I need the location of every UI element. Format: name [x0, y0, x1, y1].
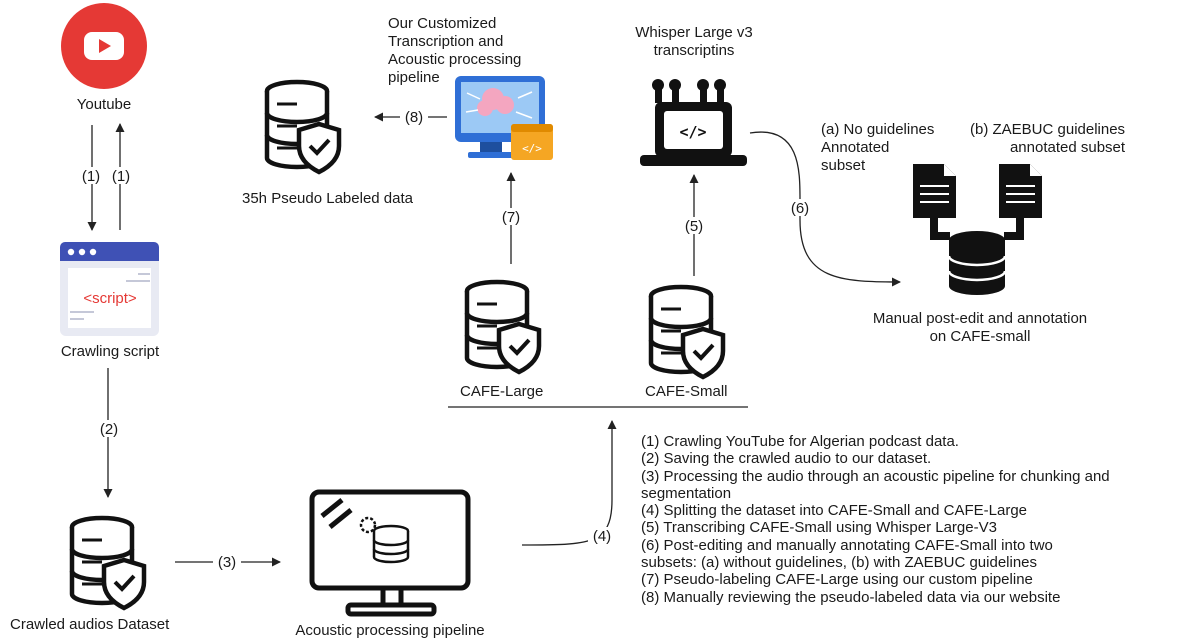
crawled-dataset-icon: [72, 518, 144, 608]
legend-line: segmentation: [641, 484, 732, 502]
svg-text:</>: </>: [679, 123, 706, 141]
svg-text:</>: </>: [522, 142, 542, 155]
whisper-label: Whisper Large v3 transcriptins: [635, 24, 753, 59]
legend-line: (8) Manually reviewing the pseudo-labele…: [641, 588, 1061, 606]
steps-legend: (1) Crawling YouTube for Algerian podcas…: [641, 433, 1186, 606]
edge-label-7: (7): [502, 209, 520, 226]
legend-line: (4) Splitting the dataset into CAFE-Smal…: [641, 502, 1028, 520]
crawled-dataset-label: Crawled audios Dataset: [10, 616, 170, 633]
edge-label-3: (3): [218, 554, 236, 571]
cafe-large-label: CAFE-Large: [460, 383, 544, 400]
script-icon-text: <script>: [83, 290, 137, 307]
zaebuc-guidelines-label: (b) ZAEBUC guidelines annotated subset: [970, 121, 1126, 156]
edge-label-4: (4): [593, 528, 611, 545]
legend-line: (1) Crawling YouTube for Algerian podcas…: [641, 433, 959, 450]
custom-pipeline-label: Our Customized Transcription and Acousti…: [388, 15, 522, 86]
legend-line: (5) Transcribing CAFE-Small using Whispe…: [641, 519, 997, 537]
crawling-script-label: Crawling script: [60, 343, 160, 360]
edge-label-1b: (1): [112, 168, 130, 185]
youtube-label: Youtube: [76, 96, 132, 113]
cafe-large-database-icon: [467, 282, 539, 372]
youtube-icon: [61, 3, 147, 89]
edge-label-2: (2): [100, 421, 118, 438]
manual-post-edit-label: Manual post-edit and annotation on CAFE-…: [872, 310, 1088, 345]
custom-pipeline-icon: </>: [455, 76, 553, 160]
pseudo-labeled-label: 35h Pseudo Labeled data: [242, 190, 413, 207]
legend-line: subsets: (a) without guidelines, (b) wit…: [641, 554, 1038, 572]
edge-label-8: (8): [405, 109, 423, 126]
acoustic-pipeline-label: Acoustic processing pipeline: [295, 622, 485, 639]
annotated-documents-icon: [913, 164, 1042, 295]
whisper-laptop-icon: </>: [640, 79, 747, 166]
edge-label-5: (5): [685, 218, 703, 235]
edge-label-6: (6): [791, 200, 809, 217]
legend-line: (6) Post-editing and manually annotating…: [641, 536, 1053, 554]
legend-line: (3) Processing the audio through an acou…: [641, 467, 1110, 485]
legend-line: (2) Saving the crawled audio to our data…: [641, 450, 932, 468]
edge-label-1a: (1): [82, 168, 100, 185]
script-window-icon: <script>: [60, 242, 159, 336]
pseudo-labeled-database-icon: [267, 82, 339, 172]
legend-line: (7) Pseudo-labeling CAFE-Large using our…: [641, 571, 1033, 589]
no-guidelines-label: (a) No guidelines Annotated subset: [821, 121, 935, 174]
acoustic-monitor-icon: [309, 489, 471, 617]
cafe-small-database-icon: [651, 287, 723, 377]
cafe-small-label: CAFE-Small: [645, 383, 728, 400]
